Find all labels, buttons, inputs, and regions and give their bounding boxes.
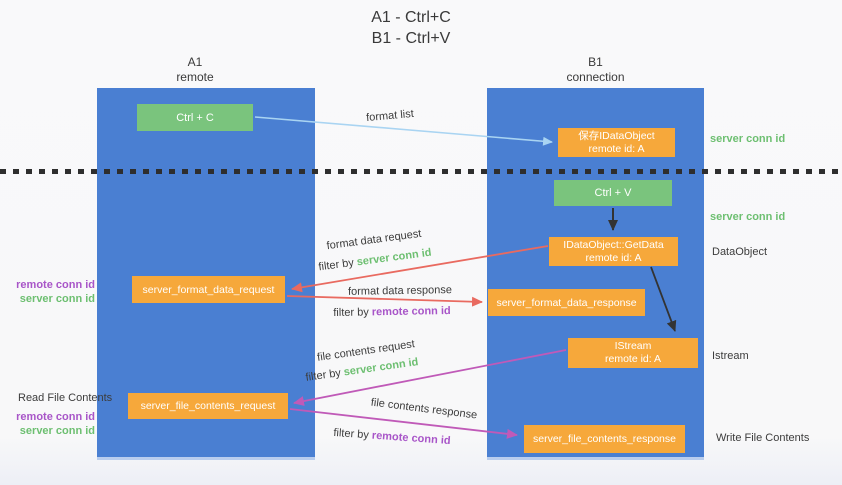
label-file-contents-response-text: file contents response [370, 396, 478, 422]
node-server-format-data-response: server_format_data_response [488, 289, 645, 316]
dashed-separator-line [0, 169, 842, 174]
label-file-contents-response: file contents response [370, 397, 478, 422]
node-server-file-contents-request-label: server_file_contents_request [140, 400, 276, 412]
label-server-conn-id-left-top: server conn id [19, 293, 95, 305]
column-a1-name: A1 [187, 55, 203, 69]
label-server-conn-id-right-mid: server conn id [710, 211, 786, 223]
node-save-idataobject: 保存IDataObject remote id: A [558, 128, 675, 157]
label-format-data-response: format data response [348, 284, 452, 298]
label-read-file-contents: Read File Contents [18, 392, 113, 404]
node-server-file-contents-request: server_file_contents_request [128, 393, 288, 419]
node-idataobject-getdata: IDataObject::GetData remote id: A [549, 237, 678, 266]
node-save-idataobject-line2: remote id: A [588, 142, 645, 155]
node-ctrl-c: Ctrl + C [137, 104, 253, 131]
title-line-1: A1 - Ctrl+C [371, 9, 451, 26]
title-line-2: B1 - Ctrl+V [371, 30, 451, 47]
label-server-conn-id-right-top: server conn id [710, 133, 786, 145]
filter-by-text: filter by [333, 426, 373, 442]
label-format-list-text: format list [365, 107, 415, 125]
filter-by-text: filter by [317, 256, 358, 274]
remote-conn-id-text: remote conn id [371, 429, 451, 448]
column-b1-name: B1 [588, 55, 603, 69]
diagram-title: A1 - Ctrl+C B1 - Ctrl+V [280, 7, 542, 49]
column-b1-subtitle: connection [566, 70, 625, 84]
node-idataobject-getdata-line2: remote id: A [585, 251, 642, 264]
server-conn-id-text: server conn id [342, 356, 420, 379]
label-remote-conn-id-left-top: remote conn id [16, 279, 95, 291]
node-server-format-data-request: server_format_data_request [132, 276, 285, 303]
label-filter-by-remote-conn-id-1: filter by remote conn id [333, 305, 451, 319]
node-istream: IStream remote id: A [568, 338, 698, 368]
label-dataobject: DataObject [712, 246, 768, 258]
label-conn-ids-left-top: remote conn id server conn id [16, 278, 95, 306]
node-ctrl-v: Ctrl + V [554, 180, 672, 206]
label-format-list: format list [366, 108, 415, 124]
label-remote-conn-id-left-bottom: remote conn id [16, 411, 95, 423]
label-server-conn-id-left-bottom: server conn id [19, 425, 95, 437]
filter-by-text: filter by [333, 306, 372, 320]
label-conn-ids-left-bottom: remote conn id server conn id [16, 410, 95, 438]
label-write-file-contents: Write File Contents [716, 432, 810, 444]
label-format-data-request: format data request [326, 228, 422, 252]
node-server-file-contents-response-label: server_file_contents_response [532, 433, 676, 445]
node-ctrl-c-label: Ctrl + C [176, 111, 214, 124]
node-ctrl-v-label: Ctrl + V [594, 187, 632, 199]
label-istream: Istream [712, 350, 749, 362]
node-save-idataobject-line1: 保存IDataObject [578, 129, 655, 142]
node-server-format-data-request-label: server_format_data_request [142, 283, 275, 296]
remote-conn-id-text: remote conn id [371, 304, 451, 319]
node-istream-line2: remote id: A [604, 353, 662, 365]
node-idataobject-getdata-line1: IDataObject::GetData [563, 238, 664, 251]
node-server-file-contents-response: server_file_contents_response [524, 425, 685, 453]
server-conn-id-text: server conn id [356, 246, 433, 269]
node-istream-line1: IStream [614, 340, 652, 352]
column-a1-subtitle: remote [176, 70, 214, 84]
label-format-data-request-text: format data request [325, 227, 423, 253]
label-format-data-response-text: format data response [347, 284, 453, 298]
column-b1-header: B1 connection [487, 55, 704, 85]
label-filter-by-remote-conn-id-2: filter by remote conn id [333, 427, 451, 447]
node-server-format-data-response-label: server_format_data_response [496, 296, 637, 309]
column-a1-header: A1 remote [86, 55, 304, 85]
